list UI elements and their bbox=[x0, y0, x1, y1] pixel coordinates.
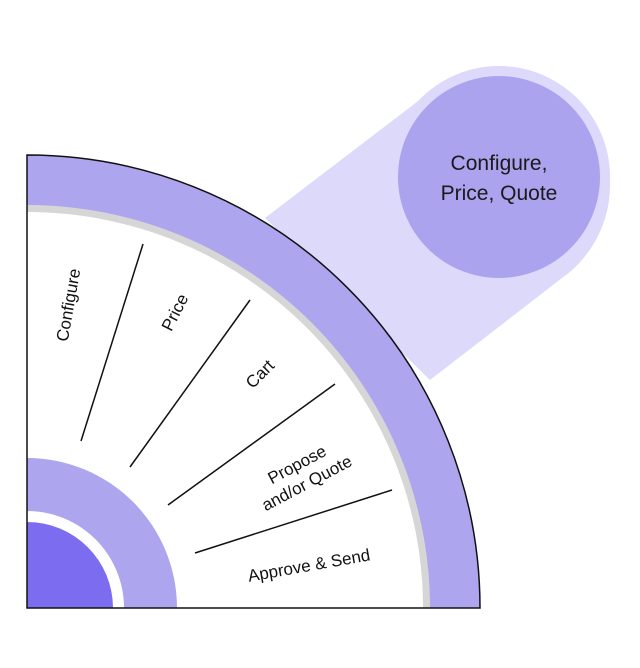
divider-line-2 bbox=[129, 299, 251, 468]
core bbox=[27, 522, 113, 608]
callout-title-line1: Configure, bbox=[451, 152, 548, 175]
segment-dividers bbox=[80, 243, 393, 554]
divider-line-4 bbox=[194, 489, 393, 554]
callout-group: Configure, Price, Quote bbox=[265, 66, 611, 380]
callout-circle bbox=[398, 76, 600, 278]
divider-line-3 bbox=[167, 383, 336, 506]
wheel-outline bbox=[26, 154, 481, 609]
divider-line-1 bbox=[80, 243, 144, 442]
callout-title-line2: Price, Quote bbox=[441, 182, 558, 205]
